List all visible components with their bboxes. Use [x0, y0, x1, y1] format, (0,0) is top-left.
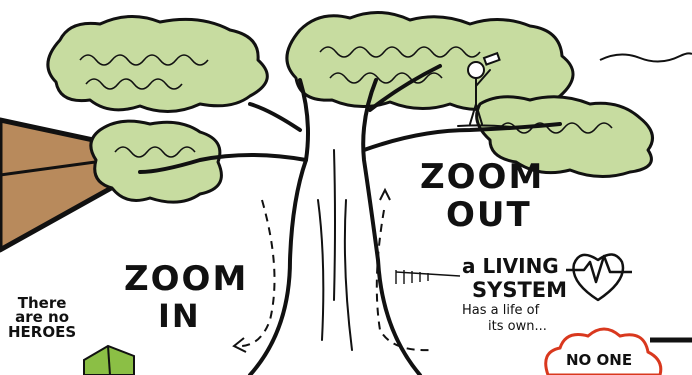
- zoom-out-arrowhead: [380, 190, 390, 200]
- no-one-label: NO ONE: [566, 353, 632, 368]
- pointer-lines: [396, 270, 460, 284]
- foliage: [48, 12, 653, 202]
- living-system-line-3: Has a life of: [462, 304, 539, 317]
- zoom-in-subheading: IN: [158, 300, 201, 332]
- living-system-line-2: SYSTEM: [472, 280, 567, 301]
- living-system-line-1: a LIVING: [462, 256, 559, 276]
- zoom-out-heading: ZOOM: [420, 160, 544, 194]
- living-system-line-4: its own...: [488, 320, 547, 333]
- zoom-in-heading: ZOOM: [124, 262, 248, 296]
- heroes-line-3: HEROES: [8, 325, 76, 339]
- squiggle-line: [600, 53, 692, 61]
- heart-ekg-icon: [566, 254, 632, 300]
- open-book-icon: [84, 346, 134, 375]
- zoom-out-subheading: OUT: [446, 198, 532, 232]
- no-heroes-note: There are no HEROES: [8, 296, 76, 339]
